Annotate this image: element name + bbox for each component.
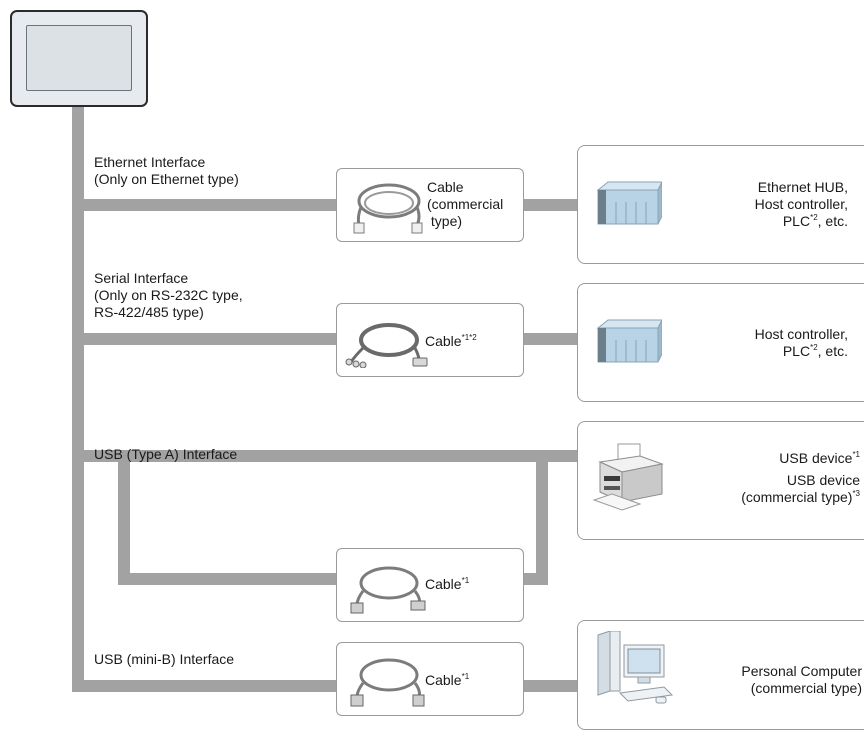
usb-device-commercial: (commercial type) bbox=[741, 489, 853, 505]
ethernet-cable-line-3: type) bbox=[427, 213, 463, 229]
serial-device-box: Host controller, PLC*2, etc. bbox=[577, 283, 864, 402]
usb-a-interface-label: USB (Type A) Interface bbox=[94, 446, 237, 463]
usb-device-box: USB device*1 USB device (commercial type… bbox=[577, 421, 864, 540]
ethernet-device-plc: PLC bbox=[782, 213, 811, 229]
ethernet-device-etc: , etc. bbox=[817, 213, 848, 229]
ethernet-device-label: Ethernet HUB, Host controller, PLC*2, et… bbox=[755, 179, 848, 230]
trunk-wire bbox=[72, 107, 84, 692]
usb-device-text: USB device bbox=[779, 450, 853, 466]
usb-mini-cable-box: Cable*1 bbox=[336, 642, 524, 716]
serial-device-line-2: PLC*2, etc. bbox=[755, 343, 848, 360]
serial-cable-text: Cable bbox=[425, 333, 462, 349]
serial-cable-icon bbox=[345, 323, 428, 368]
usb-mini-cable-footnote: *1 bbox=[461, 672, 470, 681]
usb-mini-wire bbox=[72, 680, 336, 692]
serial-interface-note-2: RS-422/485 type) bbox=[94, 304, 204, 320]
ethernet-wire-right bbox=[523, 199, 578, 211]
ethernet-interface-label: Ethernet Interface (Only on Ethernet typ… bbox=[94, 154, 239, 188]
ethernet-wire bbox=[72, 199, 336, 211]
usb-a-cable-box: Cable*1 bbox=[336, 548, 524, 622]
ethernet-device-line-1: Ethernet HUB, bbox=[757, 179, 848, 195]
usb-mini-wire-right bbox=[523, 680, 578, 692]
usb-mini-cable-label: Cable*1 bbox=[425, 672, 469, 689]
ethernet-device-line-3: PLC*2, etc. bbox=[755, 213, 848, 230]
usb-a-wire bbox=[72, 450, 578, 462]
serial-cable-footnote: *1*2 bbox=[461, 333, 477, 342]
usb-mini-interface-label: USB (mini-B) Interface bbox=[94, 651, 234, 668]
usb-cable-icon bbox=[350, 566, 426, 614]
ethernet-interface-note: (Only on Ethernet type) bbox=[94, 171, 239, 187]
ethernet-cable-label: Cable (commercial type) bbox=[427, 179, 503, 230]
usb-a-cable-footnote: *1 bbox=[461, 576, 470, 585]
printer-icon bbox=[592, 443, 664, 511]
ethernet-device-line-2: Host controller, bbox=[754, 196, 848, 212]
usb-device-footnote: *1 bbox=[852, 450, 860, 459]
usb-a-branch-right bbox=[536, 450, 548, 585]
display-screen bbox=[26, 25, 132, 91]
serial-device-etc: , etc. bbox=[817, 343, 848, 359]
serial-device-label: Host controller, PLC*2, etc. bbox=[755, 326, 848, 360]
pc-device-label: Personal Computer (commercial type) bbox=[741, 663, 862, 697]
serial-device-footnote: *2 bbox=[810, 343, 818, 352]
serial-interface-label: Serial Interface (Only on RS-232C type, … bbox=[94, 270, 243, 321]
ethernet-cable-box: Cable (commercial type) bbox=[336, 168, 524, 242]
serial-wire-right bbox=[523, 333, 578, 345]
serial-cable-box: Cable*1*2 bbox=[336, 303, 524, 377]
usb-mini-cable-icon bbox=[350, 658, 425, 707]
usb-mini-interface-title: USB (mini-B) Interface bbox=[94, 651, 235, 667]
usb-device-line-2: USB device bbox=[786, 472, 860, 488]
ethernet-interface-title: Ethernet Interface bbox=[94, 154, 206, 170]
usb-mini-cable-text: Cable bbox=[425, 672, 462, 688]
serial-interface-note-1: (Only on RS-232C type, bbox=[94, 287, 243, 303]
usb-a-branch-left bbox=[118, 450, 130, 585]
ethernet-cable-line-1: Cable bbox=[427, 179, 464, 195]
serial-device-plc: PLC bbox=[782, 343, 811, 359]
serial-device-line-1: Host controller, bbox=[754, 326, 848, 342]
lan-cable-icon bbox=[353, 183, 423, 234]
usb-device-label: USB device*1 USB device (commercial type… bbox=[741, 450, 860, 506]
ethernet-device-footnote: *2 bbox=[810, 213, 818, 222]
serial-wire bbox=[72, 333, 336, 345]
pc-device-line-2: (commercial type) bbox=[750, 680, 862, 696]
plc-icon bbox=[596, 319, 662, 363]
ethernet-device-box: Ethernet HUB, Host controller, PLC*2, et… bbox=[577, 145, 864, 264]
pc-device-line-1: Personal Computer bbox=[741, 663, 862, 679]
usb-device-line-1: USB device*1 bbox=[741, 450, 860, 467]
usb-a-cable-text: Cable bbox=[425, 576, 462, 592]
ethernet-cable-line-2: (commercial bbox=[427, 196, 504, 212]
plc-icon bbox=[596, 181, 662, 225]
pc-device-box: Personal Computer (commercial type) bbox=[577, 620, 864, 730]
usb-device-commercial-footnote: *3 bbox=[852, 489, 860, 498]
serial-interface-title: Serial Interface bbox=[94, 270, 189, 286]
serial-cable-label: Cable*1*2 bbox=[425, 333, 477, 350]
usb-a-cable-label: Cable*1 bbox=[425, 576, 469, 593]
usb-device-line-3: (commercial type)*3 bbox=[741, 489, 860, 506]
usb-a-branch-bottom-left bbox=[118, 573, 336, 585]
usb-a-interface-title: USB (Type A) Interface bbox=[94, 446, 238, 462]
personal-computer-icon bbox=[597, 631, 674, 704]
display-unit-icon bbox=[10, 10, 148, 107]
